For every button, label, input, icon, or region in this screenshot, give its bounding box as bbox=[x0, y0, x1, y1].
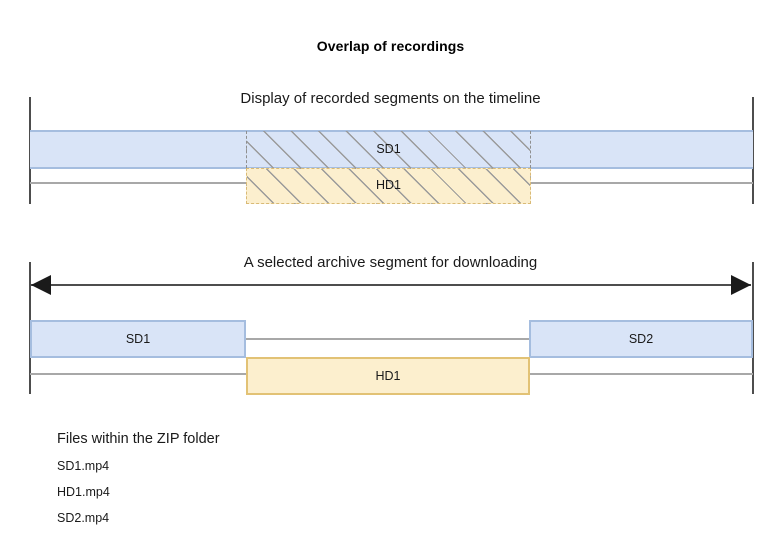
zip-files-heading: Files within the ZIP folder bbox=[57, 431, 220, 447]
archive-sd2-block bbox=[529, 320, 753, 358]
archive-right-axis-tick bbox=[752, 262, 754, 394]
archive-sd2-label: SD2 bbox=[628, 332, 654, 346]
page-title: Overlap of recordings bbox=[316, 38, 465, 54]
archive-sd-baseline bbox=[30, 338, 753, 340]
timeline-right-axis-tick bbox=[752, 97, 754, 204]
timeline-diagram-caption: Display of recorded segments on the time… bbox=[240, 90, 541, 107]
archive-hd1-block bbox=[246, 357, 530, 395]
double-arrow-icon bbox=[31, 275, 751, 295]
archive-diagram-caption: A selected archive segment for downloadi… bbox=[243, 254, 538, 271]
archive-sd1-label: SD1 bbox=[125, 332, 151, 346]
timeline-overlap-hatch-hd bbox=[246, 168, 531, 204]
zip-file-item: SD2.mp4 bbox=[57, 511, 110, 525]
timeline-hd1-label: HD1 bbox=[375, 178, 401, 192]
selected-range-arrow bbox=[29, 274, 753, 296]
timeline-sd1-label: SD1 bbox=[376, 142, 401, 156]
archive-hd1-label: HD1 bbox=[375, 369, 401, 383]
archive-sd1-block bbox=[30, 320, 246, 358]
zip-file-item: SD1.mp4 bbox=[57, 459, 110, 473]
zip-file-item: HD1.mp4 bbox=[57, 485, 110, 499]
timeline-overlap-hatch-sd bbox=[246, 131, 531, 168]
